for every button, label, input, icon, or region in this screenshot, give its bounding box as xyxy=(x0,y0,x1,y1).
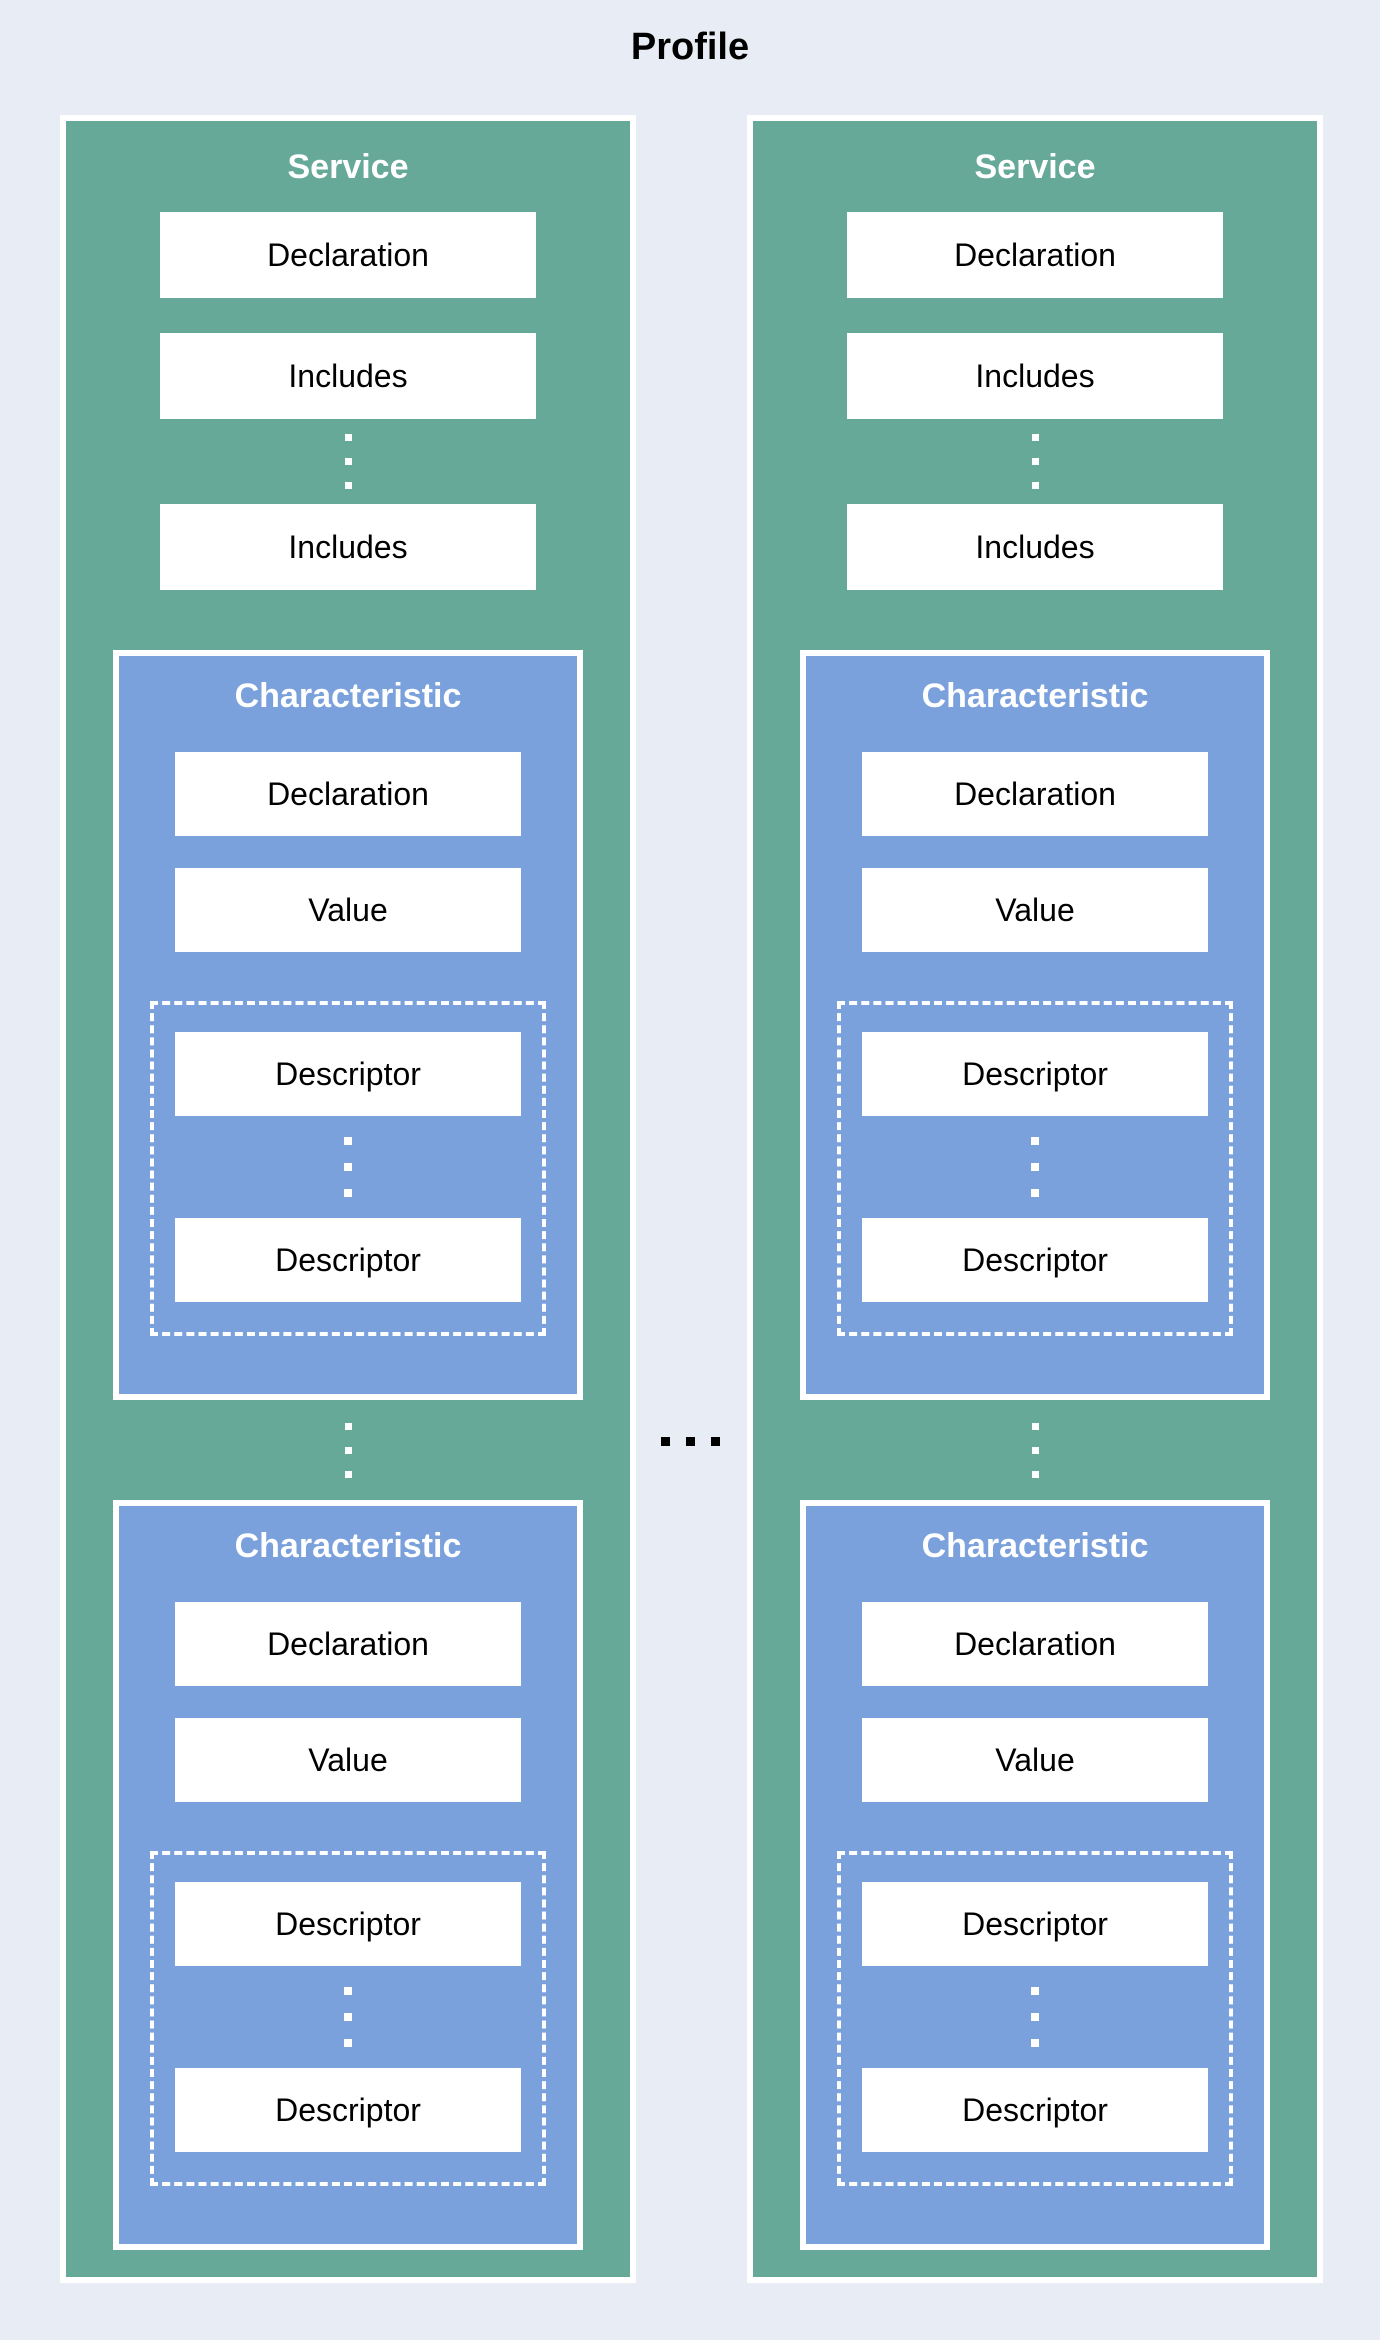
dot-icon xyxy=(1031,2013,1039,2021)
characteristic-declaration-box: Declaration xyxy=(175,752,521,836)
characteristic-value-box: Value xyxy=(862,868,1208,952)
vertical-ellipsis-icon xyxy=(1031,419,1039,504)
characteristic-panel: Characteristic Declaration Value Descrip… xyxy=(113,650,583,1400)
dot-icon xyxy=(1031,1446,1039,1454)
dot-icon xyxy=(660,1437,670,1446)
dot-icon xyxy=(1031,482,1039,489)
page-title: Profile xyxy=(630,26,750,68)
vertical-ellipsis-icon xyxy=(344,1400,352,1500)
descriptor-box: Descriptor xyxy=(862,2068,1208,2152)
characteristic-title: Characteristic xyxy=(921,1527,1149,1565)
descriptor-box: Descriptor xyxy=(862,1032,1208,1116)
dot-icon xyxy=(344,1163,352,1171)
characteristic-panel: Characteristic Declaration Value Descrip… xyxy=(800,1500,1270,2250)
vertical-ellipsis-icon xyxy=(1031,1400,1039,1500)
descriptor-group: Descriptor Descriptor xyxy=(837,1851,1233,2186)
dot-icon xyxy=(344,434,352,441)
characteristic-value-box: Value xyxy=(175,868,521,952)
dot-icon xyxy=(1031,1189,1039,1197)
descriptor-box: Descriptor xyxy=(862,1882,1208,1966)
service-title: Service xyxy=(287,148,409,186)
service-panel-left: Service Declaration Includes Includes Ch… xyxy=(60,115,636,2283)
characteristic-title: Characteristic xyxy=(921,677,1149,715)
dot-icon xyxy=(344,1446,352,1454)
dot-icon xyxy=(344,1137,352,1145)
characteristic-value-box: Value xyxy=(175,1718,521,1802)
vertical-ellipsis-icon xyxy=(1031,1966,1039,2068)
dot-icon xyxy=(685,1437,695,1446)
dot-icon xyxy=(1031,2039,1039,2047)
vertical-ellipsis-icon xyxy=(1031,1116,1039,1218)
service-includes-box: Includes xyxy=(847,504,1223,590)
descriptor-group: Descriptor Descriptor xyxy=(837,1001,1233,1336)
dot-icon xyxy=(344,482,352,489)
characteristic-panel: Characteristic Declaration Value Descrip… xyxy=(800,650,1270,1400)
descriptor-group: Descriptor Descriptor xyxy=(150,1001,546,1336)
characteristic-value-box: Value xyxy=(862,1718,1208,1802)
service-includes-box: Includes xyxy=(160,504,536,590)
descriptor-box: Descriptor xyxy=(175,1882,521,1966)
descriptor-box: Descriptor xyxy=(175,1032,521,1116)
dot-icon xyxy=(1031,1470,1039,1478)
service-declaration-box: Declaration xyxy=(847,212,1223,298)
vertical-ellipsis-icon xyxy=(344,1966,352,2068)
dot-icon xyxy=(1031,434,1039,441)
dot-icon xyxy=(344,2039,352,2047)
service-panel-right: Service Declaration Includes Includes Ch… xyxy=(747,115,1323,2283)
dot-icon xyxy=(1031,458,1039,465)
dot-icon xyxy=(344,1470,352,1478)
descriptor-box: Descriptor xyxy=(175,1218,521,1302)
characteristic-declaration-box: Declaration xyxy=(862,752,1208,836)
descriptor-box: Descriptor xyxy=(862,1218,1208,1302)
dot-icon xyxy=(344,2013,352,2021)
service-declaration-box: Declaration xyxy=(160,212,536,298)
dot-icon xyxy=(710,1437,720,1446)
dot-icon xyxy=(1031,1987,1039,1995)
characteristic-declaration-box: Declaration xyxy=(175,1602,521,1686)
diagram-canvas: Service Declaration Includes Includes Ch… xyxy=(60,115,1323,2283)
service-includes-box: Includes xyxy=(160,333,536,419)
dot-icon xyxy=(344,458,352,465)
vertical-ellipsis-icon xyxy=(344,419,352,504)
service-includes-box: Includes xyxy=(847,333,1223,419)
descriptor-group: Descriptor Descriptor xyxy=(150,1851,546,2186)
characteristic-title: Characteristic xyxy=(234,677,462,715)
horizontal-ellipsis-icon xyxy=(0,1437,1380,1446)
dot-icon xyxy=(1031,1422,1039,1430)
characteristic-title: Characteristic xyxy=(234,1527,462,1565)
dot-icon xyxy=(344,1422,352,1430)
dot-icon xyxy=(1031,1163,1039,1171)
characteristic-declaration-box: Declaration xyxy=(862,1602,1208,1686)
vertical-ellipsis-icon xyxy=(344,1116,352,1218)
dot-icon xyxy=(1031,1137,1039,1145)
dot-icon xyxy=(344,1189,352,1197)
descriptor-box: Descriptor xyxy=(175,2068,521,2152)
service-title: Service xyxy=(974,148,1096,186)
characteristic-panel: Characteristic Declaration Value Descrip… xyxy=(113,1500,583,2250)
dot-icon xyxy=(344,1987,352,1995)
